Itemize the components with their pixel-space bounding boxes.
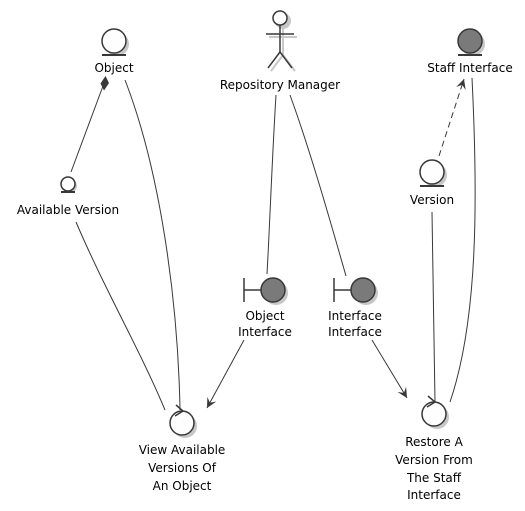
control-restore-version: Restore A Version From The Staff Interfa…: [395, 395, 473, 502]
control-restore-label-line3: The Staff: [406, 471, 462, 485]
entity-circle-icon: [60, 176, 76, 192]
edges-layer: [70, 76, 476, 411]
control-circle-icon: [169, 410, 195, 436]
control-view-label-line2: Versions Of: [148, 461, 217, 475]
boundary-interface-interface-label-line2: Interface: [328, 325, 382, 339]
edge-manager-interface-interface: [289, 94, 347, 277]
edge-staff-interface-restore: [449, 77, 476, 403]
control-restore-label-line4: Interface: [407, 488, 461, 502]
control-view-label-line3: An Object: [153, 479, 212, 493]
control-arrow-icon: [426, 395, 437, 408]
edge-version-restore: [431, 211, 436, 403]
control-view-label-line1: View Available: [139, 443, 226, 457]
control-restore-label-line2: Version From: [395, 453, 473, 467]
entity-object: Object: [94, 28, 134, 75]
boundary-object-interface-label-line2: Interface: [238, 325, 292, 339]
control-circle-icon: [421, 401, 447, 427]
entity-staff-interface: Staff Interface: [427, 28, 513, 75]
boundary-interface-interface: Interface Interface: [328, 277, 382, 339]
edge-manager-object-interface: [266, 94, 277, 275]
entity-available-version-label: Available Version: [17, 203, 119, 217]
edge-object-interface-view-versions: [206, 339, 245, 409]
edge-version-staff-interface: [438, 78, 466, 157]
boundary-interface-interface-label-line1: Interface: [328, 309, 382, 323]
composition-diamond: [100, 76, 109, 91]
actor-repository-manager: Repository Manager: [220, 10, 340, 92]
edge-interface-interface-restore: [371, 339, 408, 399]
entity-circle-icon: [457, 28, 483, 54]
control-arrow-icon: [174, 404, 185, 417]
entity-circle-icon: [101, 28, 127, 54]
entity-version: Version: [410, 159, 454, 207]
entity-circle-icon: [419, 159, 445, 185]
entity-staff-interface-label: Staff Interface: [427, 61, 512, 75]
actor-repository-manager-label: Repository Manager: [220, 78, 340, 92]
control-view-available-versions: View Available Versions Of An Object: [139, 404, 226, 493]
edge-object-view-versions: [124, 79, 181, 411]
entity-available-version: Available Version: [17, 176, 119, 217]
entity-object-label: Object: [94, 61, 133, 75]
boundary-object-interface: Object Interface: [238, 277, 292, 339]
edge-available-version-view-versions: [75, 221, 166, 411]
composition-line: [70, 85, 104, 173]
boundary-circle-icon: [350, 277, 376, 303]
control-restore-label-line1: Restore A: [405, 435, 463, 449]
boundary-object-interface-label-line1: Object: [245, 309, 284, 323]
entity-version-label: Version: [410, 193, 454, 207]
actor-stick-figure-icon: [266, 10, 294, 69]
boundary-circle-icon: [260, 277, 286, 303]
edge-available-version-object: [70, 76, 109, 173]
